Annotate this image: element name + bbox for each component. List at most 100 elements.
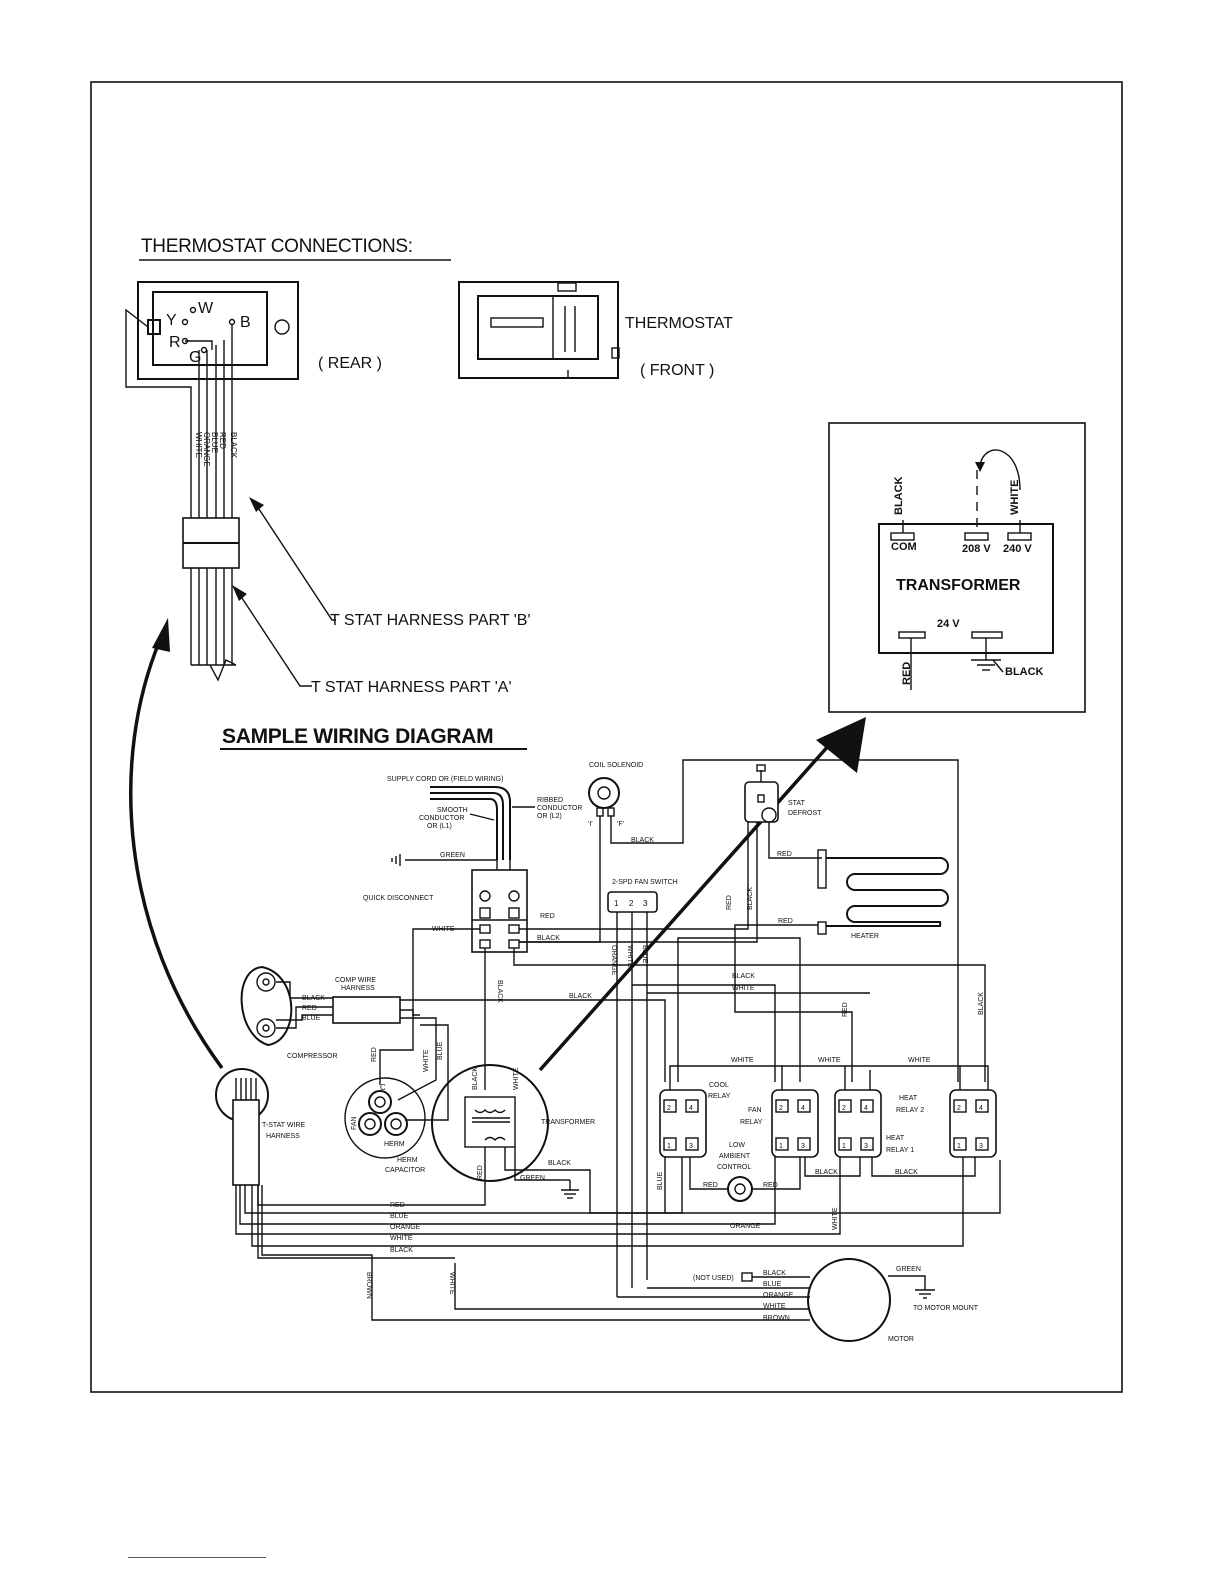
svg-text:3: 3 [979, 1143, 983, 1150]
svg-text:DEFROST: DEFROST [788, 810, 822, 817]
harness-part-b: T STAT HARNESS PART 'B' [330, 612, 531, 629]
svg-text:C: C [380, 1083, 386, 1092]
svg-text:ORANGE: ORANGE [730, 1223, 761, 1230]
svg-text:RED: RED [371, 1047, 378, 1062]
fan-switch-label: 2-SPD FAN SWITCH [612, 879, 678, 886]
svg-text:GREEN: GREEN [440, 852, 465, 859]
svg-text:OR (L1): OR (L1) [427, 823, 452, 830]
svg-text:RED: RED [540, 913, 555, 920]
xfmr-24v: 24 V [937, 618, 960, 630]
svg-text:SMOOTH: SMOOTH [437, 807, 468, 814]
terminal-y: Y [166, 312, 177, 329]
schematic-transformer-label: TRANSFORMER [541, 1119, 595, 1126]
arrow-head-thermostat [152, 618, 170, 652]
svg-text:RELAY 2: RELAY 2 [896, 1107, 924, 1114]
svg-text:RED: RED [763, 1182, 778, 1189]
svg-text:ORANGE: ORANGE [763, 1292, 794, 1299]
fan-switch: 2-SPD FAN SWITCH 1 2 3 ORANGE WHITE BLUE [607, 879, 678, 1297]
svg-text:2: 2 [629, 899, 634, 908]
coil-solenoid-label: COIL SOLENOID [589, 762, 643, 769]
thermostat-front: THERMOSTAT ( FRONT ) [458, 281, 733, 379]
terminal-b: B [240, 314, 251, 331]
svg-text:WHITE: WHITE [732, 985, 755, 992]
terminal-r: R [169, 334, 181, 351]
svg-text:AMBIENT: AMBIENT [719, 1153, 751, 1160]
svg-text:BLACK: BLACK [747, 887, 754, 910]
terminal-w: W [198, 300, 214, 317]
svg-text:WHITE: WHITE [763, 1303, 786, 1310]
svg-text:BLACK: BLACK [472, 1067, 479, 1090]
svg-text:4: 4 [864, 1105, 868, 1112]
svg-text:ORANGE: ORANGE [390, 1224, 421, 1231]
svg-text:COMP WIRE: COMP WIRE [335, 977, 376, 984]
low-ambient-control: LOW AMBIENT CONTROL RED RED [589, 1142, 1001, 1214]
svg-text:HEAT: HEAT [886, 1135, 905, 1142]
xfmr-240v: 240 V [1003, 543, 1032, 555]
svg-text:CONDUCTOR: CONDUCTOR [419, 815, 464, 822]
svg-text:CONTROL: CONTROL [717, 1164, 751, 1171]
svg-text:2: 2 [779, 1105, 783, 1112]
svg-text:HARNESS: HARNESS [266, 1133, 300, 1140]
svg-text:TO MOTOR MOUNT: TO MOTOR MOUNT [913, 1305, 979, 1312]
svg-text:COOL: COOL [709, 1082, 729, 1089]
svg-text:HERM: HERM [384, 1141, 405, 1148]
svg-text:GREEN: GREEN [896, 1266, 921, 1273]
svg-text:WHITE: WHITE [448, 1272, 455, 1295]
svg-text:BLUE: BLUE [390, 1213, 409, 1220]
arrow-to-thermostat [129, 639, 224, 1070]
relay-wires: WHITE WHITE WHITE BLACK BLACK [669, 1057, 989, 1177]
svg-text:BLACK: BLACK [537, 935, 560, 942]
heat-relay-1: 2 4 1 3 HEAT RELAY 1 [834, 1089, 914, 1158]
svg-text:BLACK: BLACK [631, 837, 654, 844]
thermostat-harness: WHITE ORANGE BLUE RED BLACK T STAT HARNE… [125, 308, 531, 696]
coil-solenoid: COIL SOLENOID 'I' 'F' BLACK [519, 759, 959, 1082]
heat-relay-2: 2 4 1 3 HEAT RELAY 2 [896, 1089, 997, 1158]
svg-text:RELAY 1: RELAY 1 [886, 1147, 914, 1154]
svg-text:WHITE: WHITE [432, 926, 455, 933]
svg-text:3: 3 [643, 899, 648, 908]
svg-text:WHITE: WHITE [731, 1057, 754, 1064]
quick-disconnect: QUICK DISCONNECT [363, 860, 528, 953]
svg-text:3: 3 [864, 1143, 868, 1150]
arrow-to-transformer [538, 733, 840, 1072]
svg-text:BLACK: BLACK [302, 995, 325, 1002]
front-label: ( FRONT ) [640, 362, 714, 379]
svg-text:BLUE: BLUE [763, 1281, 782, 1288]
supply-cord: SUPPLY CORD OR (FIELD WIRING) SMOOTH CON… [387, 776, 582, 866]
fan-relay: 2 4 1 3 FAN RELAY [740, 1089, 819, 1158]
svg-text:FAN: FAN [351, 1116, 358, 1130]
svg-text:1: 1 [779, 1143, 783, 1150]
svg-text:WHITE: WHITE [423, 1049, 430, 1072]
svg-text:HERM: HERM [397, 1157, 418, 1164]
harness-wire-orange: ORANGE [202, 432, 211, 467]
thermostat-rear: W Y B R G ( REAR ) [137, 281, 382, 380]
heater-label: HEATER [851, 933, 879, 940]
footer-link-underline[interactable] [128, 1557, 266, 1558]
stat-defrost: STAT DEFROST RED [744, 764, 822, 859]
xfmr-title: TRANSFORMER [896, 577, 1021, 594]
svg-text:BLUE: BLUE [641, 945, 648, 964]
svg-text:3: 3 [689, 1143, 693, 1150]
svg-text:RIBBED: RIBBED [537, 797, 563, 804]
svg-text:FAN: FAN [748, 1107, 762, 1114]
harness-wire-white: WHITE [194, 432, 203, 458]
arrow-head-transformer [816, 717, 866, 773]
svg-text:BLACK: BLACK [732, 973, 755, 980]
svg-text:BLACK: BLACK [496, 980, 503, 1003]
supply-cord-label: SUPPLY CORD OR (FIELD WIRING) [387, 776, 503, 783]
svg-text:1: 1 [667, 1143, 671, 1150]
motor: MOTOR (NOT USED) BLACK BLUE ORANGE WHITE… [257, 1185, 979, 1343]
wiring-title: SAMPLE WIRING DIAGRAM [222, 725, 493, 748]
svg-text:3: 3 [801, 1143, 805, 1150]
svg-text:'I': 'I' [588, 821, 593, 828]
svg-text:1: 1 [957, 1143, 961, 1150]
motor-label: MOTOR [888, 1336, 914, 1343]
svg-text:1: 1 [842, 1143, 846, 1150]
svg-text:RED: RED [390, 1202, 405, 1209]
svg-text:RED: RED [703, 1182, 718, 1189]
svg-text:BLACK: BLACK [390, 1247, 413, 1254]
svg-text:4: 4 [801, 1105, 805, 1112]
svg-text:CAPACITOR: CAPACITOR [385, 1167, 425, 1174]
